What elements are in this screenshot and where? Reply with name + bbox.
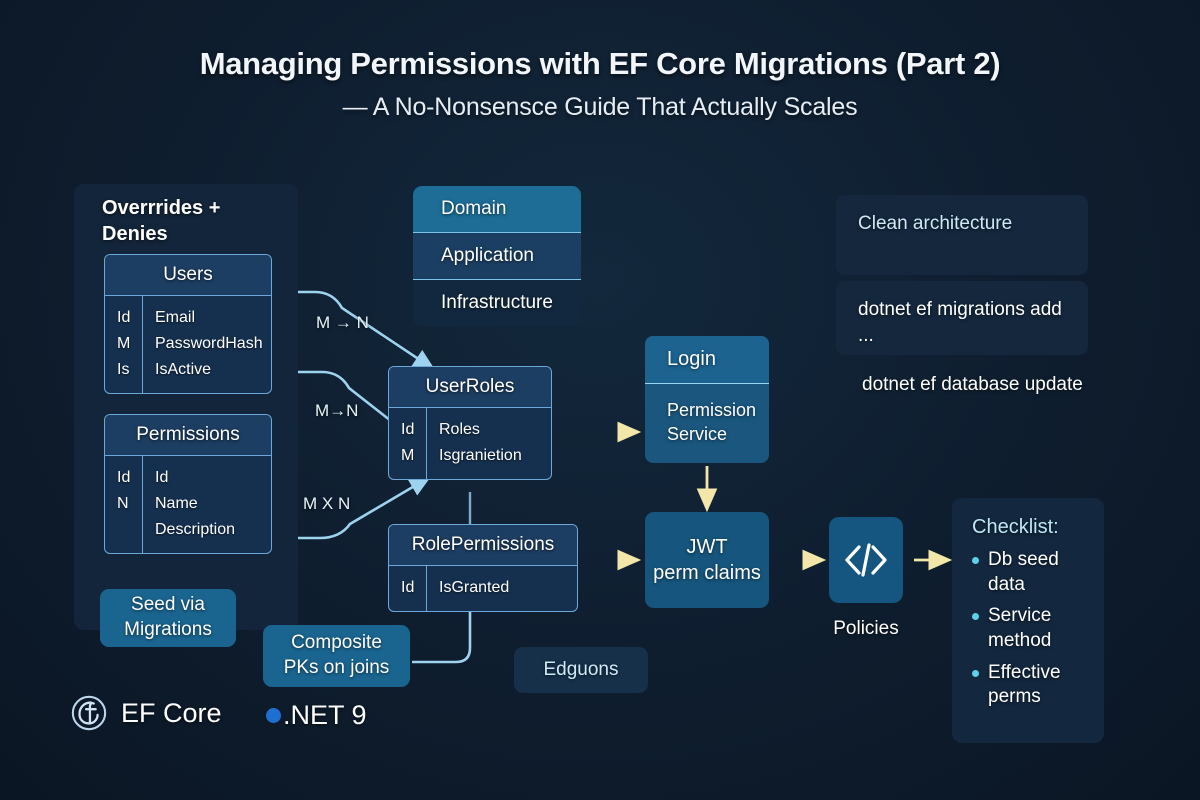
entity-userroles-fields: Roles Isgranietion [427, 408, 551, 479]
entity-userroles-keys: Id M [389, 408, 427, 479]
jwt-line-1: JWT [686, 536, 728, 558]
checklist-item-label: Service method [988, 605, 1052, 652]
badge-composite-pks[interactable]: Composite PKs on joins [263, 625, 410, 687]
entity-users[interactable]: Users Id M Is Email PasswordHash IsActiv… [104, 254, 272, 394]
entity-cell: M [401, 446, 415, 464]
entity-permissions-fields: Id Name Description [143, 456, 271, 553]
entity-cell: PasswordHash [155, 334, 263, 352]
dotnet-label: .NET 9 [283, 700, 367, 730]
policies-label: Policies [833, 618, 899, 639]
checklist-item[interactable]: Effective perms [972, 661, 1086, 710]
ef-core-logo-icon [71, 695, 107, 731]
checklist-item-label: Effective perms [988, 661, 1061, 708]
service-login[interactable]: Login Permission Service [645, 336, 769, 463]
service-login-body: Permission Service [645, 384, 769, 463]
layer-stack: Domain Application Infrastructure [413, 186, 581, 326]
entity-users-body: Id M Is Email PasswordHash IsActive [105, 296, 271, 393]
connector-rolepermissions-composite [412, 604, 472, 664]
entity-cell: N [117, 494, 129, 512]
entity-permissions-body: Id N Id Name Description [105, 456, 271, 553]
footer-efcore: EF Core [70, 694, 222, 732]
overrides-group-panel [74, 184, 298, 630]
entity-cell: Email [155, 309, 196, 326]
layer-domain[interactable]: Domain [413, 186, 581, 232]
entity-cell: Id [117, 469, 131, 486]
checklist-title: Checklist: [972, 516, 1059, 538]
connector-users-userroles [272, 290, 436, 371]
entity-cell: Id [155, 469, 169, 486]
note-database-update: dotnet ef database update [862, 374, 1083, 395]
card-jwt-perm-claims[interactable]: JWT perm claims [645, 512, 769, 608]
policies-card[interactable] [829, 517, 903, 603]
entity-rolepermissions-keys: Id [389, 566, 427, 611]
entity-cell: Roles [439, 421, 480, 438]
checklist-panel: Checklist: Db seed data Service method E… [952, 498, 1104, 743]
bullet-icon [972, 669, 979, 677]
layer-infrastructure[interactable]: Infrastructure [413, 279, 581, 326]
entity-cell: Is [117, 360, 130, 378]
badge-edguons[interactable]: Edguons [514, 647, 648, 693]
permission-service-label: Permission Service [667, 400, 757, 445]
layer-application[interactable]: Application [413, 232, 581, 279]
page-subtitle: — A No-Nonsensce Guide That Actually Sca… [342, 93, 858, 121]
entity-userroles-body: Id M Roles Isgranietion [389, 408, 551, 479]
entity-cell: M [117, 334, 131, 352]
entity-userroles[interactable]: UserRoles Id M Roles Isgranietion [388, 366, 552, 480]
entity-cell: Description [155, 520, 236, 538]
entity-rolepermissions-title: RolePermissions [389, 525, 577, 566]
checklist-item[interactable]: Db seed data [972, 548, 1086, 597]
entity-permissions-keys: Id N [105, 456, 143, 553]
cardinality-label-3: M X N [303, 494, 351, 513]
code-icon [845, 543, 887, 577]
entity-rolepermissions-fields: IsGranted [427, 566, 577, 611]
footer-dotnet: .NET 9 [266, 700, 367, 731]
entity-users-keys: Id M Is [105, 296, 143, 393]
entity-users-title: Users [105, 255, 271, 296]
page-title: Managing Permissions with EF Core Migrat… [199, 46, 1001, 81]
cardinality-label-2: M→N [315, 401, 359, 420]
entity-cell: Id [117, 309, 131, 326]
entity-cell: Id [401, 579, 415, 596]
note-migrations-add[interactable]: dotnet ef migrations add ... [836, 281, 1088, 355]
connector-permissions-userroles [272, 476, 432, 540]
checklist-item-label: Db seed data [988, 549, 1059, 595]
entity-userroles-title: UserRoles [389, 367, 551, 408]
entity-cell: Id [401, 421, 415, 438]
entity-users-fields: Email PasswordHash IsActive [143, 296, 271, 393]
entity-cell: IsGranted [439, 579, 510, 596]
entity-permissions-title: Permissions [105, 415, 271, 456]
note-clean-architecture[interactable]: Clean architecture [836, 195, 1088, 275]
service-login-title: Login [645, 336, 769, 384]
connector-users-userroles-2 [272, 370, 432, 453]
entity-rolepermissions-body: Id IsGranted [389, 566, 577, 611]
overrides-group-label: Overrrides + Denies [102, 197, 221, 245]
bullet-icon [972, 557, 979, 564]
checklist-item[interactable]: Service method [972, 604, 1086, 653]
cardinality-label-1: M → N [316, 313, 369, 332]
badge-seed-via-migrations[interactable]: Seed via Migrations [100, 589, 236, 647]
bullet-icon [972, 613, 979, 621]
entity-cell: Name [155, 494, 198, 512]
ef-core-label: EF Core [121, 697, 222, 728]
entity-cell: IsActive [155, 360, 212, 378]
title-block: Managing Permissions with EF Core Migrat… [0, 46, 1200, 122]
jwt-line-2: perm claims [653, 562, 761, 584]
entity-cell: Isgranietion [439, 446, 522, 464]
dotnet-dot-icon [266, 708, 281, 723]
entity-rolepermissions[interactable]: RolePermissions Id IsGranted [388, 524, 578, 612]
entity-permissions[interactable]: Permissions Id N Id Name Description [104, 414, 272, 554]
